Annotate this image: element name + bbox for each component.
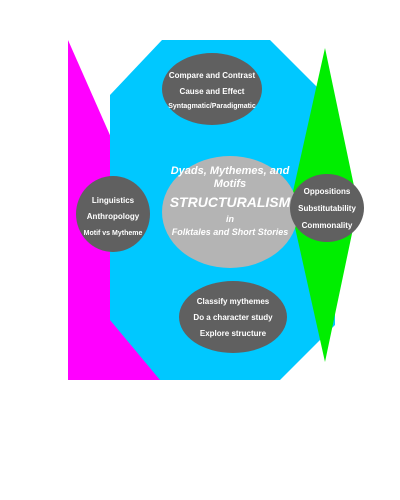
right-ellipse-line-1: Oppositions: [304, 187, 351, 196]
center-line-1: Dyads, Mythemes, and: [171, 165, 290, 177]
right-ellipse-line-3: Commonality: [302, 221, 353, 230]
right-ellipse: [290, 174, 364, 242]
left-ellipse-line-3: Motif vs Mytheme: [84, 230, 143, 237]
center-label: Dyads, Mythemes, and Motifs STRUCTURALIS…: [170, 165, 291, 237]
center-title: STRUCTURALISM: [170, 194, 291, 210]
right-ellipse-line-2: Substitutability: [298, 204, 356, 213]
left-ellipse-line-1: Linguistics: [92, 196, 135, 205]
top-ellipse-line-3: Syntagmatic/Paradigmatic: [168, 103, 256, 110]
center-circle: [162, 156, 298, 268]
center-line-5: Folktales and Short Stories: [172, 227, 289, 237]
left-ellipse: [76, 176, 150, 252]
top-ellipse-line-2: Cause and Effect: [180, 87, 245, 96]
top-ellipse-line-1: Compare and Contrast: [169, 71, 256, 80]
bottom-ellipse-line-2: Do a character study: [193, 313, 273, 322]
center-line-4: in: [226, 214, 235, 224]
top-ellipse: [162, 53, 262, 125]
bottom-ellipse-line-1: Classify mythemes: [197, 297, 270, 306]
center-line-2: Motifs: [214, 178, 246, 190]
bottom-ellipse: [179, 281, 287, 353]
left-ellipse-line-2: Anthropology: [87, 212, 140, 221]
bottom-ellipse-line-3: Explore structure: [200, 329, 267, 338]
